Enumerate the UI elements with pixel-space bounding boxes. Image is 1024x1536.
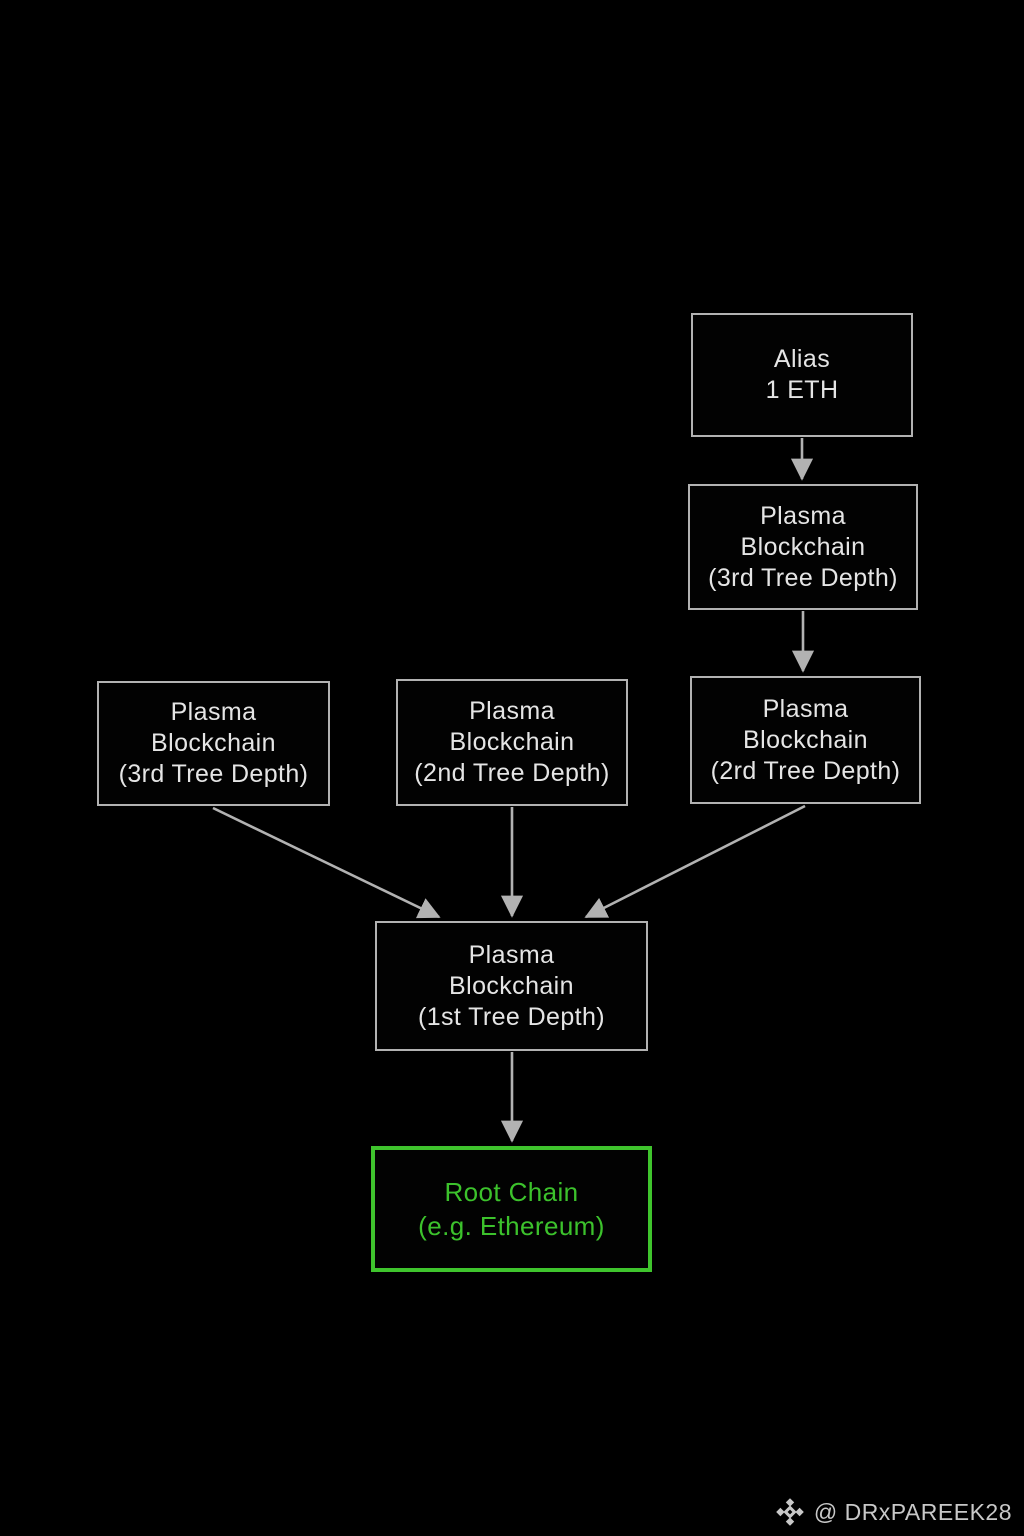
binance-logo-icon [775, 1497, 805, 1527]
node-plasma-3rd-left: Plasma Blockchain (3rd Tree Depth) [97, 681, 330, 806]
watermark-handle: @ DRxPAREEK28 [813, 1498, 1012, 1525]
node-line: Plasma [170, 698, 257, 726]
node-root-chain: Root Chain (e.g. Ethereum) [371, 1146, 652, 1272]
node-line: (e.g. Ethereum) [418, 1211, 605, 1241]
node-line: Plasma [469, 697, 555, 725]
node-line: Alias [773, 345, 831, 373]
arrow-plasma2rd-right-to-plasma1st [584, 804, 806, 919]
node-line: Plasma [468, 940, 555, 969]
node-line: (3rd Tree Depth) [118, 760, 309, 788]
node-line: Blockchain [743, 725, 868, 754]
node-plasma-1st: Plasma Blockchain (1st Tree Depth) [375, 921, 648, 1051]
node-line: (3rd Tree Depth) [708, 563, 898, 592]
node-line: Plasma [760, 501, 846, 530]
node-line: Blockchain [449, 971, 574, 1000]
node-line: Root Chain [444, 1177, 579, 1207]
node-plasma-2nd-middle: Plasma Blockchain (2nd Tree Depth) [396, 679, 628, 806]
node-alias-1eth: Alias 1 ETH [691, 313, 913, 437]
node-line: Blockchain [449, 728, 575, 756]
arrow-plasma3rd-left-to-plasma1st [212, 806, 441, 919]
node-line: (1st Tree Depth) [417, 1002, 606, 1031]
node-line: (2nd Tree Depth) [414, 759, 610, 787]
node-line: (2rd Tree Depth) [710, 756, 901, 785]
node-line: Blockchain [151, 729, 276, 757]
node-line: 1 ETH [765, 376, 839, 404]
node-plasma-3rd-right: Plasma Blockchain (3rd Tree Depth) [688, 484, 918, 610]
node-line: Plasma [762, 694, 849, 723]
node-plasma-2rd-right: Plasma Blockchain (2rd Tree Depth) [690, 676, 921, 804]
watermark: @ DRxPAREEK28 [775, 1497, 1012, 1527]
node-line: Blockchain [740, 532, 866, 561]
